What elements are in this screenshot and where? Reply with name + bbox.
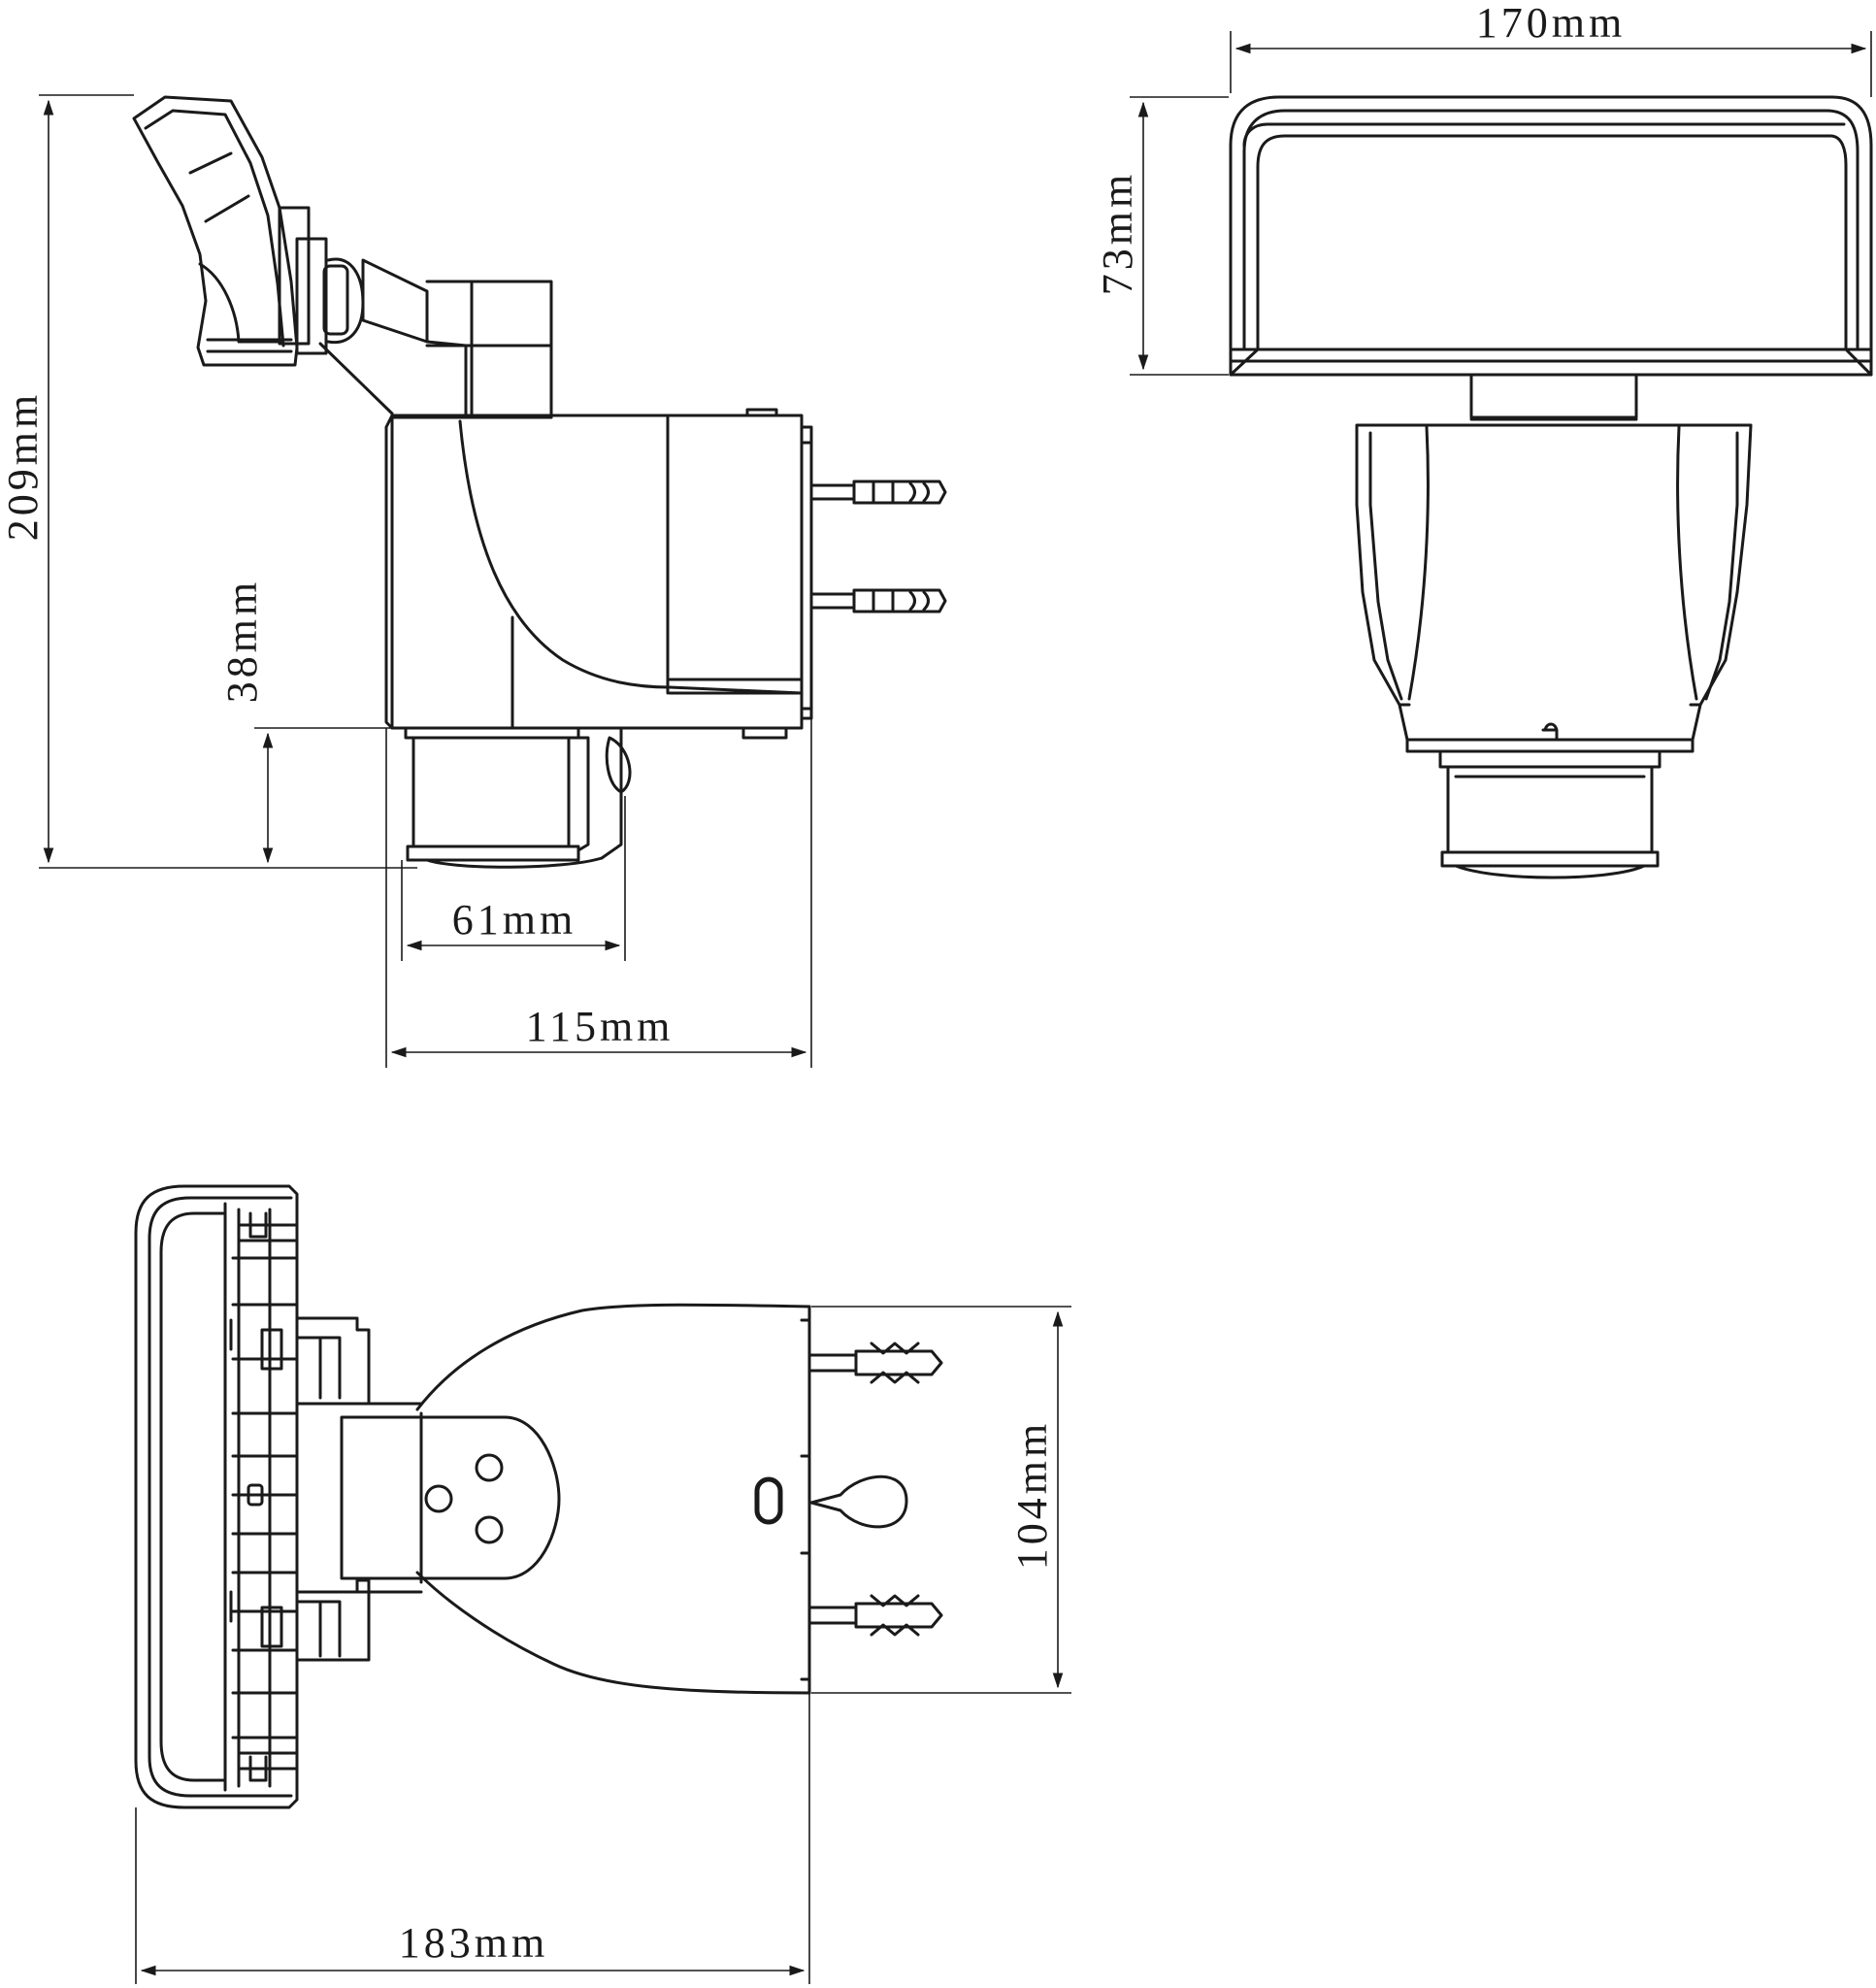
side-lamp-head (132, 95, 299, 367)
label-top-height: 104mm (1008, 1420, 1056, 1570)
side-pivot-joint (278, 206, 553, 419)
top-wall-plugs (807, 1342, 943, 1637)
dim-side-depth: 115mm (385, 718, 812, 1068)
front-sensor (1438, 749, 1662, 879)
dim-front-height: 73mm (1094, 96, 1229, 376)
front-view: 170mm 73mm (1094, 0, 1873, 879)
side-wall-plugs (809, 480, 947, 613)
label-sensor-drop: 38mm (218, 579, 266, 703)
side-body (384, 408, 813, 730)
label-top-length: 183mm (399, 1919, 548, 1967)
dim-side-height: 209mm (0, 94, 417, 869)
dim-top-length: 183mm (135, 1693, 810, 1984)
dim-sensor-width: 61mm (401, 796, 626, 961)
label-side-depth: 115mm (526, 1003, 675, 1050)
dim-front-width: 170mm (1230, 0, 1872, 97)
top-body (415, 1303, 908, 1695)
side-view: 209mm 38mm 61mm 115mm (0, 94, 947, 1068)
top-brackets (260, 1316, 423, 1662)
front-neck (1469, 373, 1638, 421)
top-view: 104mm 183mm (134, 1184, 1071, 1984)
label-sensor-width: 61mm (452, 896, 576, 944)
side-sensor (404, 726, 788, 869)
dim-sensor-drop: 38mm (218, 579, 392, 864)
top-lamp-head (134, 1184, 299, 1809)
label-front-width: 170mm (1476, 0, 1626, 47)
label-side-height: 209mm (0, 391, 47, 541)
front-lamp-head (1229, 95, 1873, 377)
label-front-height: 73mm (1094, 171, 1141, 295)
front-body (1355, 423, 1753, 753)
dim-top-height: 104mm (811, 1306, 1071, 1694)
